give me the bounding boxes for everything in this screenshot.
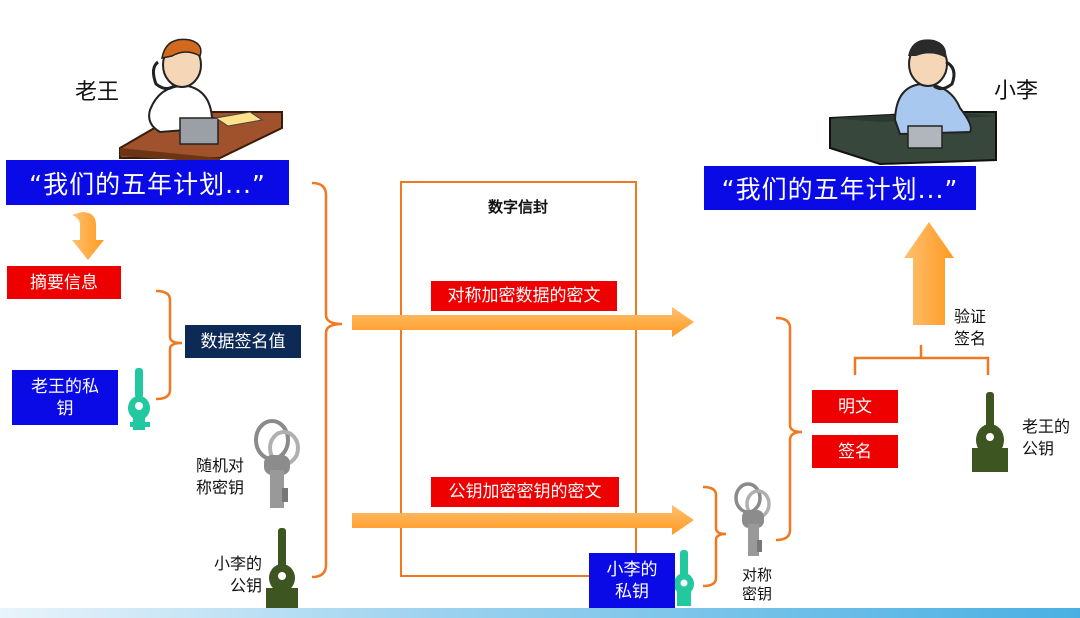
arrow-cipher-data: [352, 307, 694, 337]
envelope-box: [400, 181, 637, 577]
receiver-private-key-box: 小李的 私钥: [589, 553, 675, 608]
sender-private-key-label-2: 钥: [56, 398, 74, 419]
signature-value-box: 数据签名值: [185, 325, 301, 358]
brace-receiver-keys: [702, 485, 727, 588]
arrow-up-verify: [904, 222, 954, 325]
brace-left-main: [311, 181, 343, 579]
sender-private-key-label-1: 老王的私: [31, 376, 99, 397]
sender-name: 老王: [75, 80, 120, 105]
bottom-decoration-bar: [0, 608, 1080, 618]
sender-public-key-label-2: 公钥: [1022, 439, 1055, 458]
receiver-private-key-label-1: 小李的: [606, 559, 658, 580]
sym-key-label-1: 对称: [742, 566, 773, 584]
arrow-down-digest: [72, 212, 104, 260]
receiver-private-key-icon: [674, 550, 694, 606]
verify-label-1: 验证: [954, 307, 987, 326]
sender-private-key-box: 老王的私 钥: [12, 370, 118, 425]
receiver-person-icon: [829, 39, 997, 166]
sender-public-key-label-1: 老王的: [1022, 417, 1071, 436]
bracket-verify: [853, 345, 990, 375]
cipher-key-box: 公钥加密密钥的密文: [431, 477, 619, 507]
verify-label-2: 签名: [954, 329, 987, 348]
random-symmetric-key-icon: [254, 419, 300, 508]
random-key-label-1: 随机对: [196, 456, 245, 475]
arrow-cipher-key: [352, 505, 694, 535]
random-key-label-2: 称密钥: [196, 478, 245, 497]
receiver-public-key-icon: [266, 528, 298, 610]
sym-key-label-2: 密钥: [742, 585, 773, 603]
cipher-data-box: 对称加密数据的密文: [431, 281, 617, 311]
random-symmetric-key-label: 随机对 称密钥: [196, 455, 244, 499]
brace-decrypt: [775, 316, 803, 542]
sender-public-key-icon: [972, 392, 1008, 472]
received-message-box: “我们的五年计划...”: [704, 166, 976, 210]
brace-signature: [155, 289, 183, 401]
receiver-public-key-label: 小李的 公钥: [214, 553, 262, 597]
digest-box: 摘要信息: [7, 266, 121, 299]
signature-box: 签名: [812, 435, 898, 468]
sender-person-icon: [119, 38, 283, 163]
envelope-title: 数字信封: [487, 198, 548, 216]
receiver-private-key-label-2: 私钥: [615, 581, 649, 602]
receiver-name: 小李: [994, 79, 1039, 104]
plaintext-box: 明文: [812, 390, 898, 423]
sender-public-key-label: 老王的 公钥: [1022, 416, 1070, 460]
verify-signature-label: 验证 签名: [954, 306, 986, 350]
receiver-public-key-label-1: 小李的: [214, 554, 263, 573]
receiver-public-key-label-2: 公钥: [230, 576, 263, 595]
sender-private-key-icon: [128, 368, 150, 430]
message-box: “我们的五年计划...”: [6, 160, 289, 205]
symmetric-key-label: 对称 密钥: [742, 566, 772, 604]
symmetric-key-icon: [734, 482, 771, 556]
